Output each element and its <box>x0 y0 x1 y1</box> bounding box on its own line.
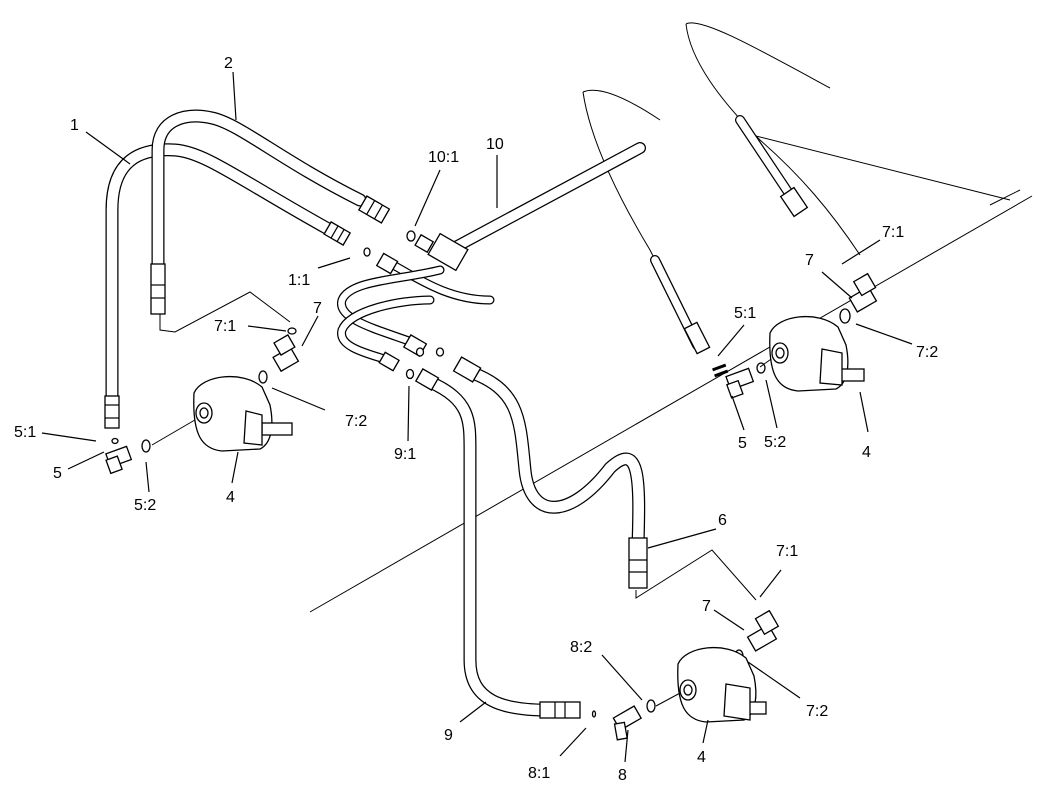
elbow-7-right <box>848 272 878 313</box>
guide-line-left <box>159 291 291 333</box>
label-7-1-right: 7:1 <box>882 224 904 241</box>
o-ring-5-2-left <box>141 439 151 453</box>
pump-4-left <box>151 375 293 452</box>
hose-1 <box>104 143 352 429</box>
label-5-2-left: 5:2 <box>134 497 156 514</box>
pump-4-right <box>759 315 865 392</box>
o-ring-1-1 <box>363 247 371 257</box>
callout-labels: 1 2 10:1 10 1:1 7 7:1 7:2 5:1 5 5:2 4 9:… <box>14 55 938 784</box>
elbow-5-right <box>725 367 755 399</box>
label-7-2-left: 7:2 <box>345 413 367 430</box>
label-5-right: 5 <box>738 435 747 452</box>
o-ring-7-2-left <box>258 370 268 384</box>
label-7-2-bottom: 7:2 <box>806 703 828 720</box>
label-7-1-bottom: 7:1 <box>776 543 798 560</box>
label-8-2: 8:2 <box>570 639 592 656</box>
hose-upper-right <box>735 115 809 218</box>
label-10-1: 10:1 <box>428 149 459 166</box>
label-7-left: 7 <box>313 300 322 317</box>
o-ring-9-1a <box>415 347 425 357</box>
label-7-right: 7 <box>805 252 814 269</box>
label-5-left: 5 <box>53 465 62 482</box>
o-ring-9-1b <box>435 347 445 357</box>
label-5-2-right: 5:2 <box>764 434 786 451</box>
o-ring-7-1-left <box>287 327 297 335</box>
label-1-1: 1:1 <box>288 272 310 289</box>
label-8: 8 <box>618 767 627 784</box>
hose-6 <box>452 356 648 589</box>
tube-10 <box>375 142 646 305</box>
elbow-8 <box>612 705 643 741</box>
o-ring-10-1 <box>406 230 416 242</box>
label-4-bottom: 4 <box>697 749 706 766</box>
label-4-right: 4 <box>862 444 871 461</box>
label-5-1-left: 5:1 <box>14 424 36 441</box>
frame-lines <box>309 22 1033 613</box>
label-9: 9 <box>444 727 453 744</box>
pump-4-bottom <box>655 646 767 723</box>
label-8-1: 8:1 <box>528 765 550 782</box>
o-ring-7-2-right <box>839 308 851 324</box>
middle-hoses <box>337 265 445 372</box>
label-2: 2 <box>224 55 233 72</box>
o-ring-9-1 <box>405 368 415 380</box>
elbow-fittings <box>105 272 878 741</box>
label-7-1-left: 7:1 <box>214 318 236 335</box>
label-9-1: 9:1 <box>394 446 416 463</box>
elbow-7-left <box>272 334 300 373</box>
label-10: 10 <box>486 136 504 153</box>
elbow-5-left <box>105 445 133 475</box>
guide-line-bottom <box>635 549 757 601</box>
o-ring-8-1 <box>591 710 597 718</box>
hose-9 <box>414 368 581 719</box>
o-ring-5-2-right <box>756 362 766 374</box>
leader-lines <box>41 71 913 763</box>
label-5-1-right: 5:1 <box>734 305 756 322</box>
hose-right-drop <box>650 255 711 355</box>
o-ring-5-1-left <box>111 437 119 445</box>
label-4-left: 4 <box>226 489 235 506</box>
label-6: 6 <box>718 512 727 529</box>
elbow-7-bottom <box>746 609 780 652</box>
hose-2 <box>150 109 391 315</box>
o-ring-8-2 <box>646 699 656 713</box>
label-1: 1 <box>70 117 79 134</box>
label-7-bottom: 7 <box>702 598 711 615</box>
label-7-2-right: 7:2 <box>916 344 938 361</box>
